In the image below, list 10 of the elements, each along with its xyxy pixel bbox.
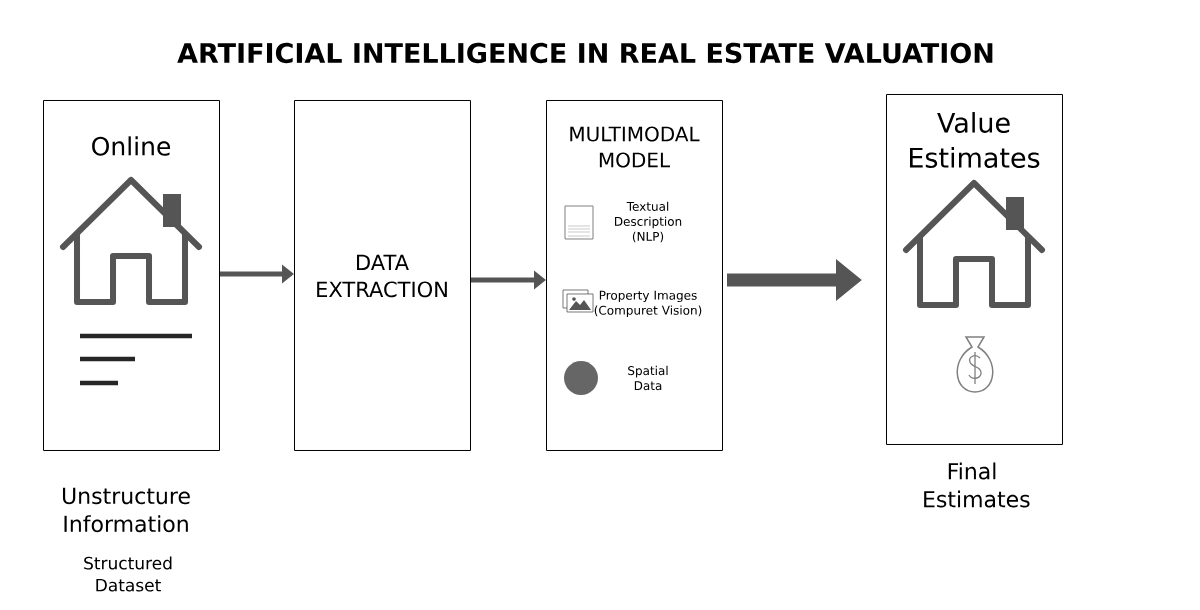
item-label: Spatial Data <box>628 365 668 391</box>
item-label: Property Images (Compuret Vision) <box>594 290 702 318</box>
title: ARTIFICIAL INTELLIGENCE IN REAL ESTATE VALUATION <box>177 42 993 64</box>
panel-box: Value Estimates <box>886 94 1063 445</box>
item-label: Textual Description (NLP) <box>615 201 682 243</box>
node-label: Unstructure Information <box>63 487 190 533</box>
node-label: Structured Dataset <box>84 556 172 592</box>
panel-box: Online <box>43 100 220 451</box>
node-label: Final Estimates <box>924 462 1030 508</box>
panel-box: DATA EXTRACTION <box>294 100 471 451</box>
